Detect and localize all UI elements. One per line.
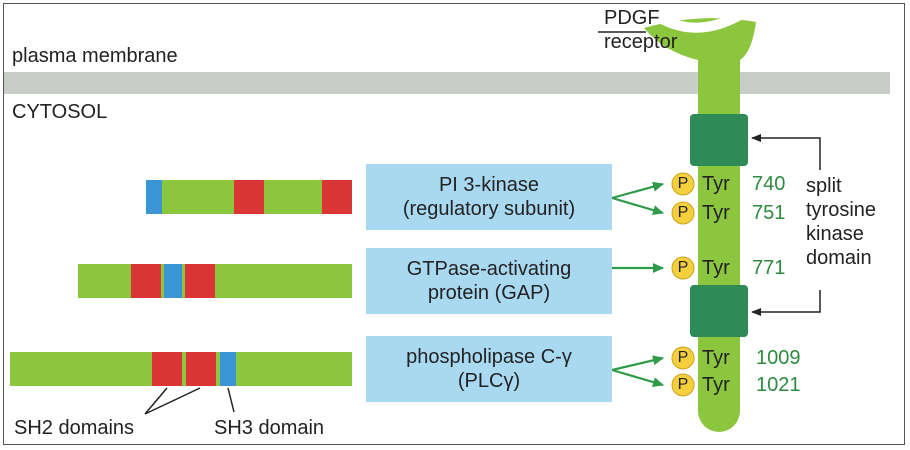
- tyr-label-740: Tyr: [702, 173, 730, 195]
- sh2-domain-plcg-2: [186, 352, 216, 386]
- figure-frame: [3, 3, 905, 445]
- protein-subtitle-gap: protein (GAP): [427, 282, 551, 304]
- site-number-1009: 1009: [756, 347, 801, 369]
- tyr-label-1009: Tyr: [702, 347, 730, 369]
- protein-box-pi3k: PI 3-kinase (regulatory subunit): [366, 164, 612, 230]
- binding-arrow-1021: [611, 368, 664, 387]
- kinase-domain-lower: [690, 285, 748, 337]
- binding-arrow-1009: [611, 355, 664, 372]
- binding-arrow-740: [611, 181, 664, 200]
- sh3-domain-plcg: [220, 352, 236, 386]
- receptor-label-line2: receptor: [604, 31, 678, 53]
- phosphate-circle-771: [671, 256, 695, 280]
- phosphate-circle-740: [671, 172, 695, 196]
- sh2-pointer-lines: [144, 387, 201, 415]
- protein-subtitle-plcg: (PLCγ): [457, 370, 521, 392]
- protein-box-gap: GTPase-activating protein (GAP): [366, 248, 612, 314]
- phosphate-p-751: P: [677, 204, 689, 221]
- sh3-domain-pi3k: [146, 180, 162, 214]
- phosphate-p-1009: P: [677, 349, 689, 366]
- kinase-arrow-lower: [751, 290, 821, 316]
- protein-box-plcg: phospholipase C-γ (PLCγ): [366, 336, 612, 402]
- kinase-label-line3: kinase: [806, 223, 864, 245]
- sh3-domain-label: SH3 domain: [214, 417, 325, 439]
- receptor-label-line1: PDGF: [604, 7, 660, 29]
- cytosol-label: CYTOSOL: [12, 101, 108, 123]
- plasma-membrane: [4, 72, 890, 94]
- kinase-domain-upper: [690, 114, 748, 166]
- phosphate-p-1021: P: [677, 376, 689, 393]
- site-number-771: 771: [752, 257, 786, 279]
- phosphate-p-740: P: [677, 175, 689, 192]
- kinase-label-line2: tyrosine: [806, 199, 877, 221]
- tyr-label-771: Tyr: [702, 257, 730, 279]
- kinase-label-line1: split: [806, 175, 842, 197]
- sh2-domain-pi3k-1: [234, 180, 264, 214]
- phosphate-circle-1009: [671, 346, 695, 370]
- membrane-label: plasma membrane: [12, 45, 178, 67]
- phosphate-p-771: P: [677, 259, 689, 276]
- phosphate-circle-1021: [671, 373, 695, 397]
- binding-arrow-751: [611, 196, 664, 215]
- tyr-label-751: Tyr: [702, 202, 730, 224]
- sh3-domain-gap: [164, 264, 182, 298]
- sh2-domains-label: SH2 domains: [14, 417, 135, 439]
- site-number-740: 740: [752, 173, 786, 195]
- phosphate-markers: [671, 172, 695, 397]
- protein-name-pi3k: PI 3-kinase: [438, 174, 540, 196]
- kinase-arrow-upper: [751, 134, 821, 170]
- sh3-pointer-line: [227, 387, 235, 413]
- sh2-domain-gap-1: [131, 264, 161, 298]
- tyr-label-1021: Tyr: [702, 374, 730, 396]
- sh2-domain-gap-2: [185, 264, 215, 298]
- site-number-751: 751: [752, 202, 786, 224]
- site-number-1021: 1021: [756, 374, 801, 396]
- phosphate-circle-751: [671, 201, 695, 225]
- protein-name-gap: GTPase-activating: [406, 258, 572, 280]
- protein-subtitle-pi3k: (regulatory subunit): [402, 198, 576, 220]
- binding-arrows: [611, 181, 664, 387]
- kinase-label-line4: domain: [806, 247, 872, 269]
- sh2-domain-pi3k-2: [322, 180, 352, 214]
- sh2-domain-plcg-1: [152, 352, 182, 386]
- protein-name-plcg: phospholipase C-γ: [406, 346, 572, 368]
- receptor-top-notch: [657, 7, 748, 33]
